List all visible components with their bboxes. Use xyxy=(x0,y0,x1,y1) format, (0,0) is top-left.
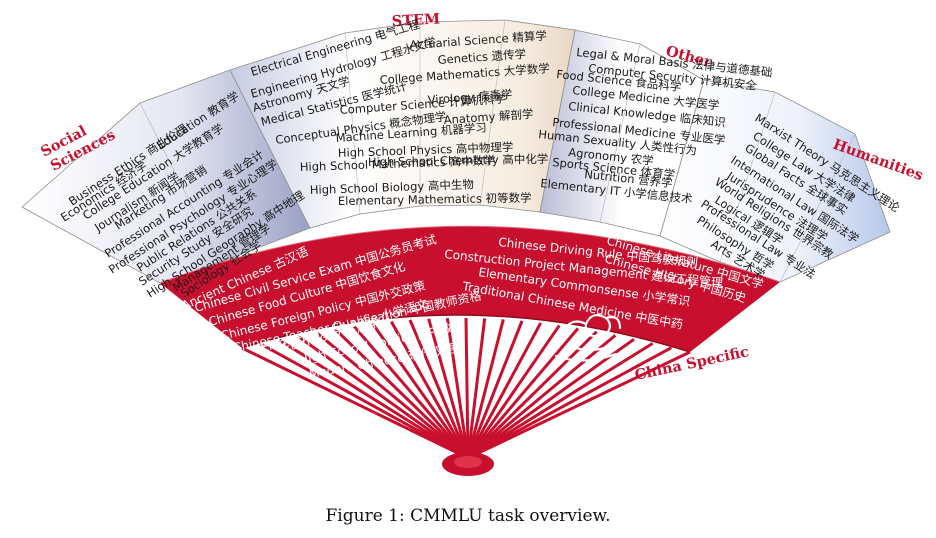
fan-rib xyxy=(466,322,542,459)
fan-ribs xyxy=(241,317,691,460)
list-item: Elementary Mathematics 初等数学 xyxy=(338,191,532,208)
fan-rib xyxy=(467,334,617,460)
figure-caption: Figure 1: CMMLU task overview. xyxy=(325,506,611,526)
fan-rib xyxy=(278,338,469,460)
fan-rib xyxy=(241,346,469,460)
fan-rib xyxy=(427,318,470,459)
cloud-emblem-icon xyxy=(554,313,622,362)
fan-rib xyxy=(315,331,469,460)
fan-rib xyxy=(466,324,561,459)
list-item: High School Biology 高中生物 xyxy=(310,177,474,197)
list-item: Genetics 遗传学 xyxy=(437,47,526,67)
fan-paper xyxy=(21,19,891,284)
fan-rib xyxy=(467,338,635,460)
fan-rib xyxy=(467,346,673,460)
fan-rib xyxy=(259,342,469,460)
category-stem: STEM xyxy=(391,10,440,30)
list-item: Virology 病毒学 xyxy=(427,87,513,107)
list-item: High School Mathematics 高中数学 xyxy=(300,153,496,174)
fan-rib xyxy=(466,320,524,459)
list-item: Anatomy 解剖学 xyxy=(443,107,534,127)
fan-rib xyxy=(466,330,598,460)
fan-rib xyxy=(408,319,470,459)
list-item: High School Physics 高中物理学 xyxy=(338,140,514,160)
fan-rib xyxy=(467,350,691,460)
red-fan-band xyxy=(160,226,780,352)
list-item: High School Chemistry 高中化学 xyxy=(368,152,549,169)
fan-rib xyxy=(352,325,470,459)
fan-rib xyxy=(467,342,654,460)
fan-rib xyxy=(334,328,470,460)
fan-rib xyxy=(466,319,505,459)
fan-rib xyxy=(464,317,470,459)
other-subject-list: Legal & Moral Basis 法律与道德基础 Computer Sec… xyxy=(538,45,773,206)
fan-rib xyxy=(390,320,470,459)
red-fan xyxy=(159,225,781,476)
fan-rib xyxy=(445,317,470,459)
fan-rib xyxy=(466,327,580,459)
humanities-panel xyxy=(659,79,891,283)
fan-rib xyxy=(466,318,487,459)
fan-rib xyxy=(371,322,470,459)
fan-rib xyxy=(297,335,469,460)
